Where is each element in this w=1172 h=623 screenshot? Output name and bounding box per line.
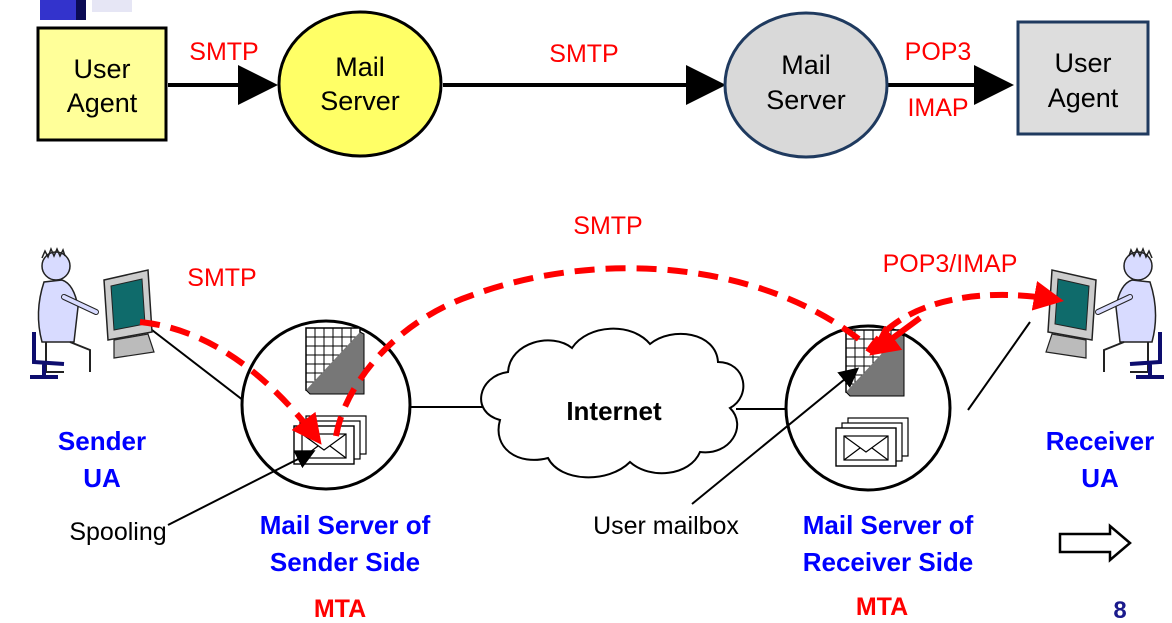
mta-left-label: MTA <box>314 595 366 623</box>
user-agent-left-box <box>36 26 168 142</box>
pop3-imap-retrieval-flow <box>865 281 1064 354</box>
user-agent-right-box <box>1016 20 1150 136</box>
user-agent-right-line2: Agent <box>1048 83 1119 113</box>
spooling-label: Spooling <box>69 518 166 546</box>
sender-person-icon <box>30 249 96 377</box>
next-slide-arrow-icon[interactable] <box>1058 523 1132 563</box>
pop3-imap-label: POP3/IMAP <box>883 250 1018 278</box>
page-number: 8 <box>1113 597 1126 623</box>
receiver-person-icon <box>1098 249 1164 377</box>
smtp-label-2: SMTP <box>549 40 618 68</box>
mail-server-left-node <box>277 10 443 158</box>
mail-server-left-line2: Server <box>320 86 400 116</box>
sender-server-line2: Sender Side <box>270 547 420 577</box>
internet-cloud <box>480 327 745 479</box>
sender-computer-icon <box>103 269 155 359</box>
user-agent-left-line1: User <box>73 54 130 84</box>
spooling-pointer <box>167 450 316 526</box>
mail-server-right-line1: Mail <box>781 50 831 80</box>
smtp-label-1: SMTP <box>189 38 258 66</box>
corner-accent-dark <box>76 0 86 20</box>
sender-ua-line1: Sender <box>58 426 146 456</box>
mail-server-left-line1: Mail <box>335 52 385 82</box>
mail-server-right-line2: Server <box>766 85 846 115</box>
receiver-ua-line2: UA <box>1081 463 1119 493</box>
user-mailbox-label: User mailbox <box>593 512 739 540</box>
smtp-delivery-arrowhead <box>869 315 922 356</box>
smtp-sender-to-spool-flow <box>139 319 322 445</box>
sender-mailbox-grid-icon <box>305 327 365 395</box>
receiver-server-line1: Mail Server of <box>803 510 974 540</box>
sender-ua-line2: UA <box>83 463 121 493</box>
receiver-envelope-icon <box>835 417 909 467</box>
internet-label: Internet <box>566 396 662 426</box>
sender-server-line1: Mail Server of <box>260 510 431 540</box>
user-agent-right-line1: User <box>1054 48 1111 78</box>
top-flow: User Agent Mail Server Mail Server User … <box>36 10 1150 159</box>
imap-label: IMAP <box>907 94 968 122</box>
sender-to-server-line <box>151 329 249 405</box>
pop3-label: POP3 <box>905 38 972 66</box>
mail-server-right-node <box>723 11 889 159</box>
corner-accent-light <box>92 0 132 12</box>
smtp-left-label: SMTP <box>187 264 256 292</box>
smtp-top-label: SMTP <box>573 212 642 240</box>
user-mailbox-pointer <box>691 367 860 505</box>
server-to-receiver-line <box>967 321 1031 411</box>
corner-accent <box>40 0 86 20</box>
user-agent-left-line2: Agent <box>67 88 138 118</box>
smtp-server-to-server-flow <box>333 265 862 437</box>
receiver-server-line2: Receiver Side <box>803 547 974 577</box>
sender-server-circle <box>240 319 412 491</box>
bottom-flow: Internet SMTP SMTP POP3/IMAP Sender UA R… <box>30 212 1164 623</box>
receiver-computer-icon <box>1045 269 1097 359</box>
receiver-ua-line1: Receiver <box>1046 426 1154 456</box>
mta-right-label: MTA <box>856 593 908 621</box>
receiver-server-circle <box>784 324 952 492</box>
